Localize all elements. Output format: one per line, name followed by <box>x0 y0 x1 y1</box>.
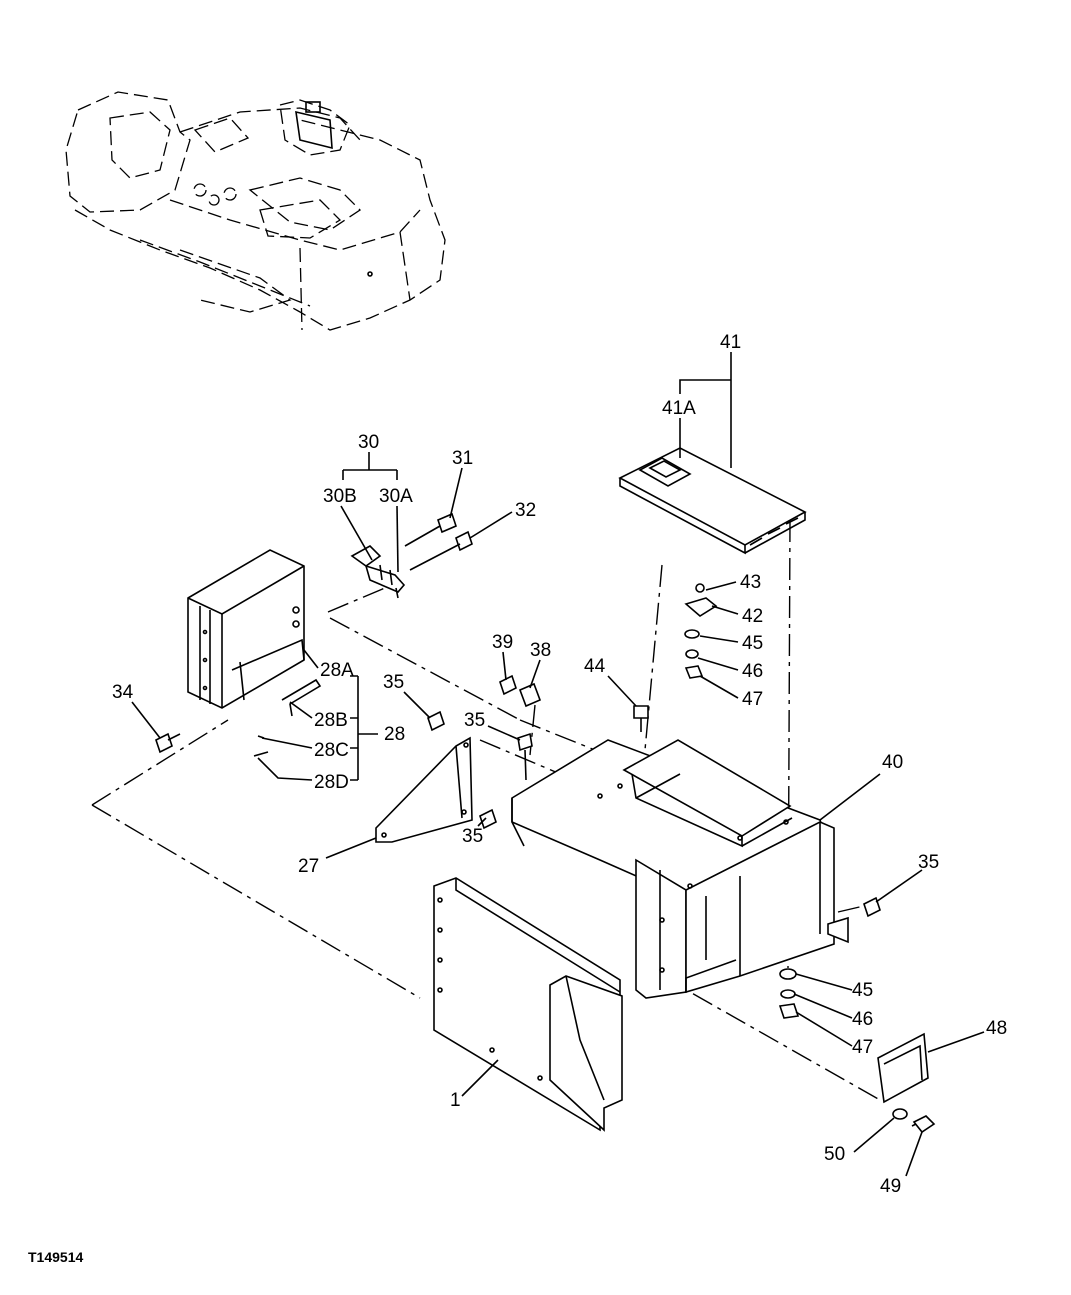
callout-41: 41 <box>720 332 741 353</box>
callout-28b: 28B <box>314 710 348 731</box>
part-40-enclosure <box>511 739 849 999</box>
callout-31: 31 <box>452 448 473 469</box>
figure-id: T149514 <box>28 1249 83 1265</box>
part-31-bolt <box>404 512 457 547</box>
callout-28a: 28A <box>320 660 354 681</box>
part-45-washer-lower <box>779 968 797 980</box>
callout-34: 34 <box>112 682 134 703</box>
callout-48: 48 <box>986 1018 1007 1039</box>
part-45-washer-upper <box>684 629 700 639</box>
callout-27: 27 <box>298 856 319 877</box>
part-27-bracket <box>375 736 473 843</box>
callout-32: 32 <box>515 500 536 521</box>
callout-42: 42 <box>742 606 763 627</box>
part-35-bolt-d <box>863 896 881 918</box>
part-42-plate <box>684 597 718 617</box>
part-1-panel <box>433 877 623 1132</box>
callout-47-upper: 47 <box>742 689 763 710</box>
callout-49: 49 <box>880 1176 901 1197</box>
part-39-bolt <box>499 674 517 696</box>
part-35-bolt-a <box>427 710 445 732</box>
callout-35-c: 35 <box>462 826 483 847</box>
part-46-lockwasher-lower <box>780 989 796 999</box>
callout-43: 43 <box>740 572 761 593</box>
part-30-latch <box>350 545 406 599</box>
part-41-lid <box>618 447 807 555</box>
part-34-bolt <box>155 732 181 754</box>
callout-35-d: 35 <box>918 852 939 873</box>
part-38-clip <box>518 682 542 708</box>
callout-35-a: 35 <box>383 672 404 693</box>
callout-38: 38 <box>530 640 551 661</box>
callout-45-lower: 45 <box>852 980 873 1001</box>
part-44-bolt <box>633 705 649 732</box>
part-32-bolt <box>409 530 473 571</box>
highlight-component <box>305 101 321 113</box>
callout-45-upper: 45 <box>742 633 763 654</box>
callout-50: 50 <box>824 1144 845 1165</box>
part-35-bolt-c <box>479 808 497 830</box>
part-49-bolt <box>911 1115 936 1134</box>
callout-46-upper: 46 <box>742 661 763 682</box>
callout-28: 28 <box>384 724 405 745</box>
callout-40: 40 <box>882 752 903 773</box>
part-46-lockwasher-upper <box>685 649 699 659</box>
callout-30: 30 <box>358 432 379 453</box>
part-28a-box <box>187 549 305 709</box>
callout-labels: 41 41A 30 30B 30A 31 32 43 42 45 46 47 3… <box>112 332 1007 1197</box>
callout-28c: 28C <box>314 740 349 761</box>
callout-30a: 30A <box>379 486 413 507</box>
callout-46-lower: 46 <box>852 1009 873 1030</box>
part-47-nut-upper <box>684 665 704 679</box>
callout-30b: 30B <box>323 486 357 507</box>
machine-overview <box>65 91 446 331</box>
part-35-bolt-b <box>517 732 533 781</box>
part-50-washer <box>892 1108 908 1120</box>
callout-35-b: 35 <box>464 710 485 731</box>
callout-41a: 41A <box>662 398 696 419</box>
callout-39: 39 <box>492 632 513 653</box>
callout-1: 1 <box>450 1090 461 1111</box>
part-48-plate <box>877 1032 929 1104</box>
callout-47-lower: 47 <box>852 1037 873 1058</box>
leader-lines <box>131 352 985 1177</box>
part-47-nut-lower <box>778 1003 800 1019</box>
part-43-washer-upper <box>695 583 705 593</box>
callout-44: 44 <box>584 656 606 677</box>
part-28-hardware <box>253 678 322 757</box>
callout-28d: 28D <box>314 772 349 793</box>
